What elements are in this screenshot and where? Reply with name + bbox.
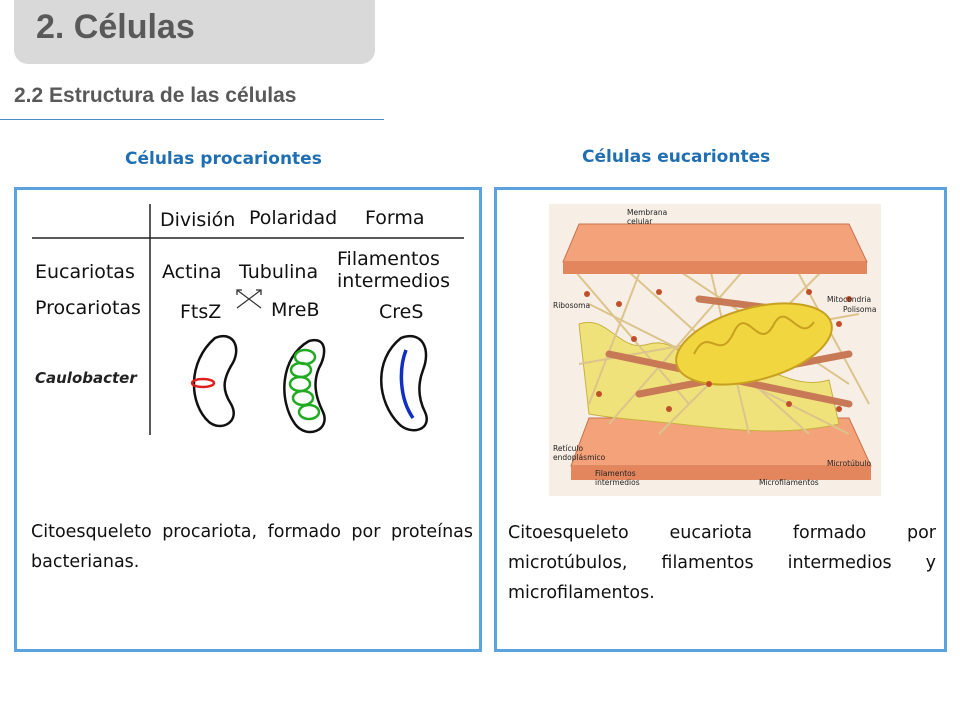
- page-title: 2. Células: [36, 8, 195, 46]
- label-microtubulo: Microtúbulo: [827, 459, 871, 468]
- prokaryote-cytoskeleton-figure: División Polaridad Forma Eucariotas Proc…: [32, 204, 464, 435]
- row-procariotas: Procariotas: [35, 297, 141, 319]
- row-eucariotas: Eucariotas: [35, 261, 135, 283]
- cell-mreb: MreB: [271, 299, 320, 321]
- heading-eucariontes: Células eucariontes: [582, 147, 771, 167]
- eukaryote-cytoskeleton-figure: Membrana celular Mitocondria Ribosoma Po…: [549, 204, 881, 496]
- subtitle-divider: [0, 119, 384, 120]
- bacterium-ftsz-icon: [190, 335, 238, 428]
- description-eucariontes: Citoesqueleto eucariota formado por micr…: [508, 523, 936, 603]
- column-forma: Forma: [365, 207, 425, 229]
- label-reticulo-2: endoplásmico: [553, 453, 606, 462]
- label-membrana-1: Membrana: [627, 208, 667, 217]
- cell-cres: CreS: [379, 301, 423, 323]
- label-reticulo-1: Retículo: [553, 444, 583, 453]
- label-mitocondria: Mitocondria: [827, 295, 871, 304]
- label-polisoma: Polisoma: [843, 305, 876, 314]
- cell-ftsz: FtsZ: [180, 301, 221, 323]
- label-filamentos-2: intermedios: [595, 478, 640, 487]
- cell-actina: Actina: [162, 261, 222, 283]
- panel-eucariontes: Membrana celular Mitocondria Ribosoma Po…: [494, 187, 947, 652]
- cell-intermedios: intermedios: [337, 270, 450, 292]
- panel-procariontes: División Polaridad Forma Eucariotas Proc…: [14, 187, 482, 652]
- row-caulobacter: Caulobacter: [35, 369, 138, 387]
- mitochondria-icon: [675, 302, 833, 386]
- label-ribosoma: Ribosoma: [553, 301, 590, 310]
- column-division: División: [160, 209, 235, 231]
- column-polaridad: Polaridad: [249, 207, 337, 229]
- page-subtitle: 2.2 Estructura de las células: [14, 84, 297, 107]
- label-membrana-2: celular: [627, 217, 653, 226]
- label-filamentos-1: Filamentos: [595, 469, 636, 478]
- description-procariontes: Citoesqueleto procariota, formado por pr…: [31, 522, 473, 572]
- title-tab: 2. Células: [14, 0, 375, 64]
- cell-filamentos: Filamentos: [337, 248, 440, 270]
- cell-tubulina: Tubulina: [238, 261, 318, 283]
- ribosome-dots-icon: [584, 289, 852, 412]
- heading-procariontes: Células procariontes: [125, 149, 322, 169]
- bacterium-mreb-icon: [283, 338, 326, 434]
- homology-arrows-icon: [236, 289, 262, 309]
- bacterium-cres-icon: [380, 335, 428, 432]
- label-microfilamentos: Microfilamentos: [759, 478, 819, 487]
